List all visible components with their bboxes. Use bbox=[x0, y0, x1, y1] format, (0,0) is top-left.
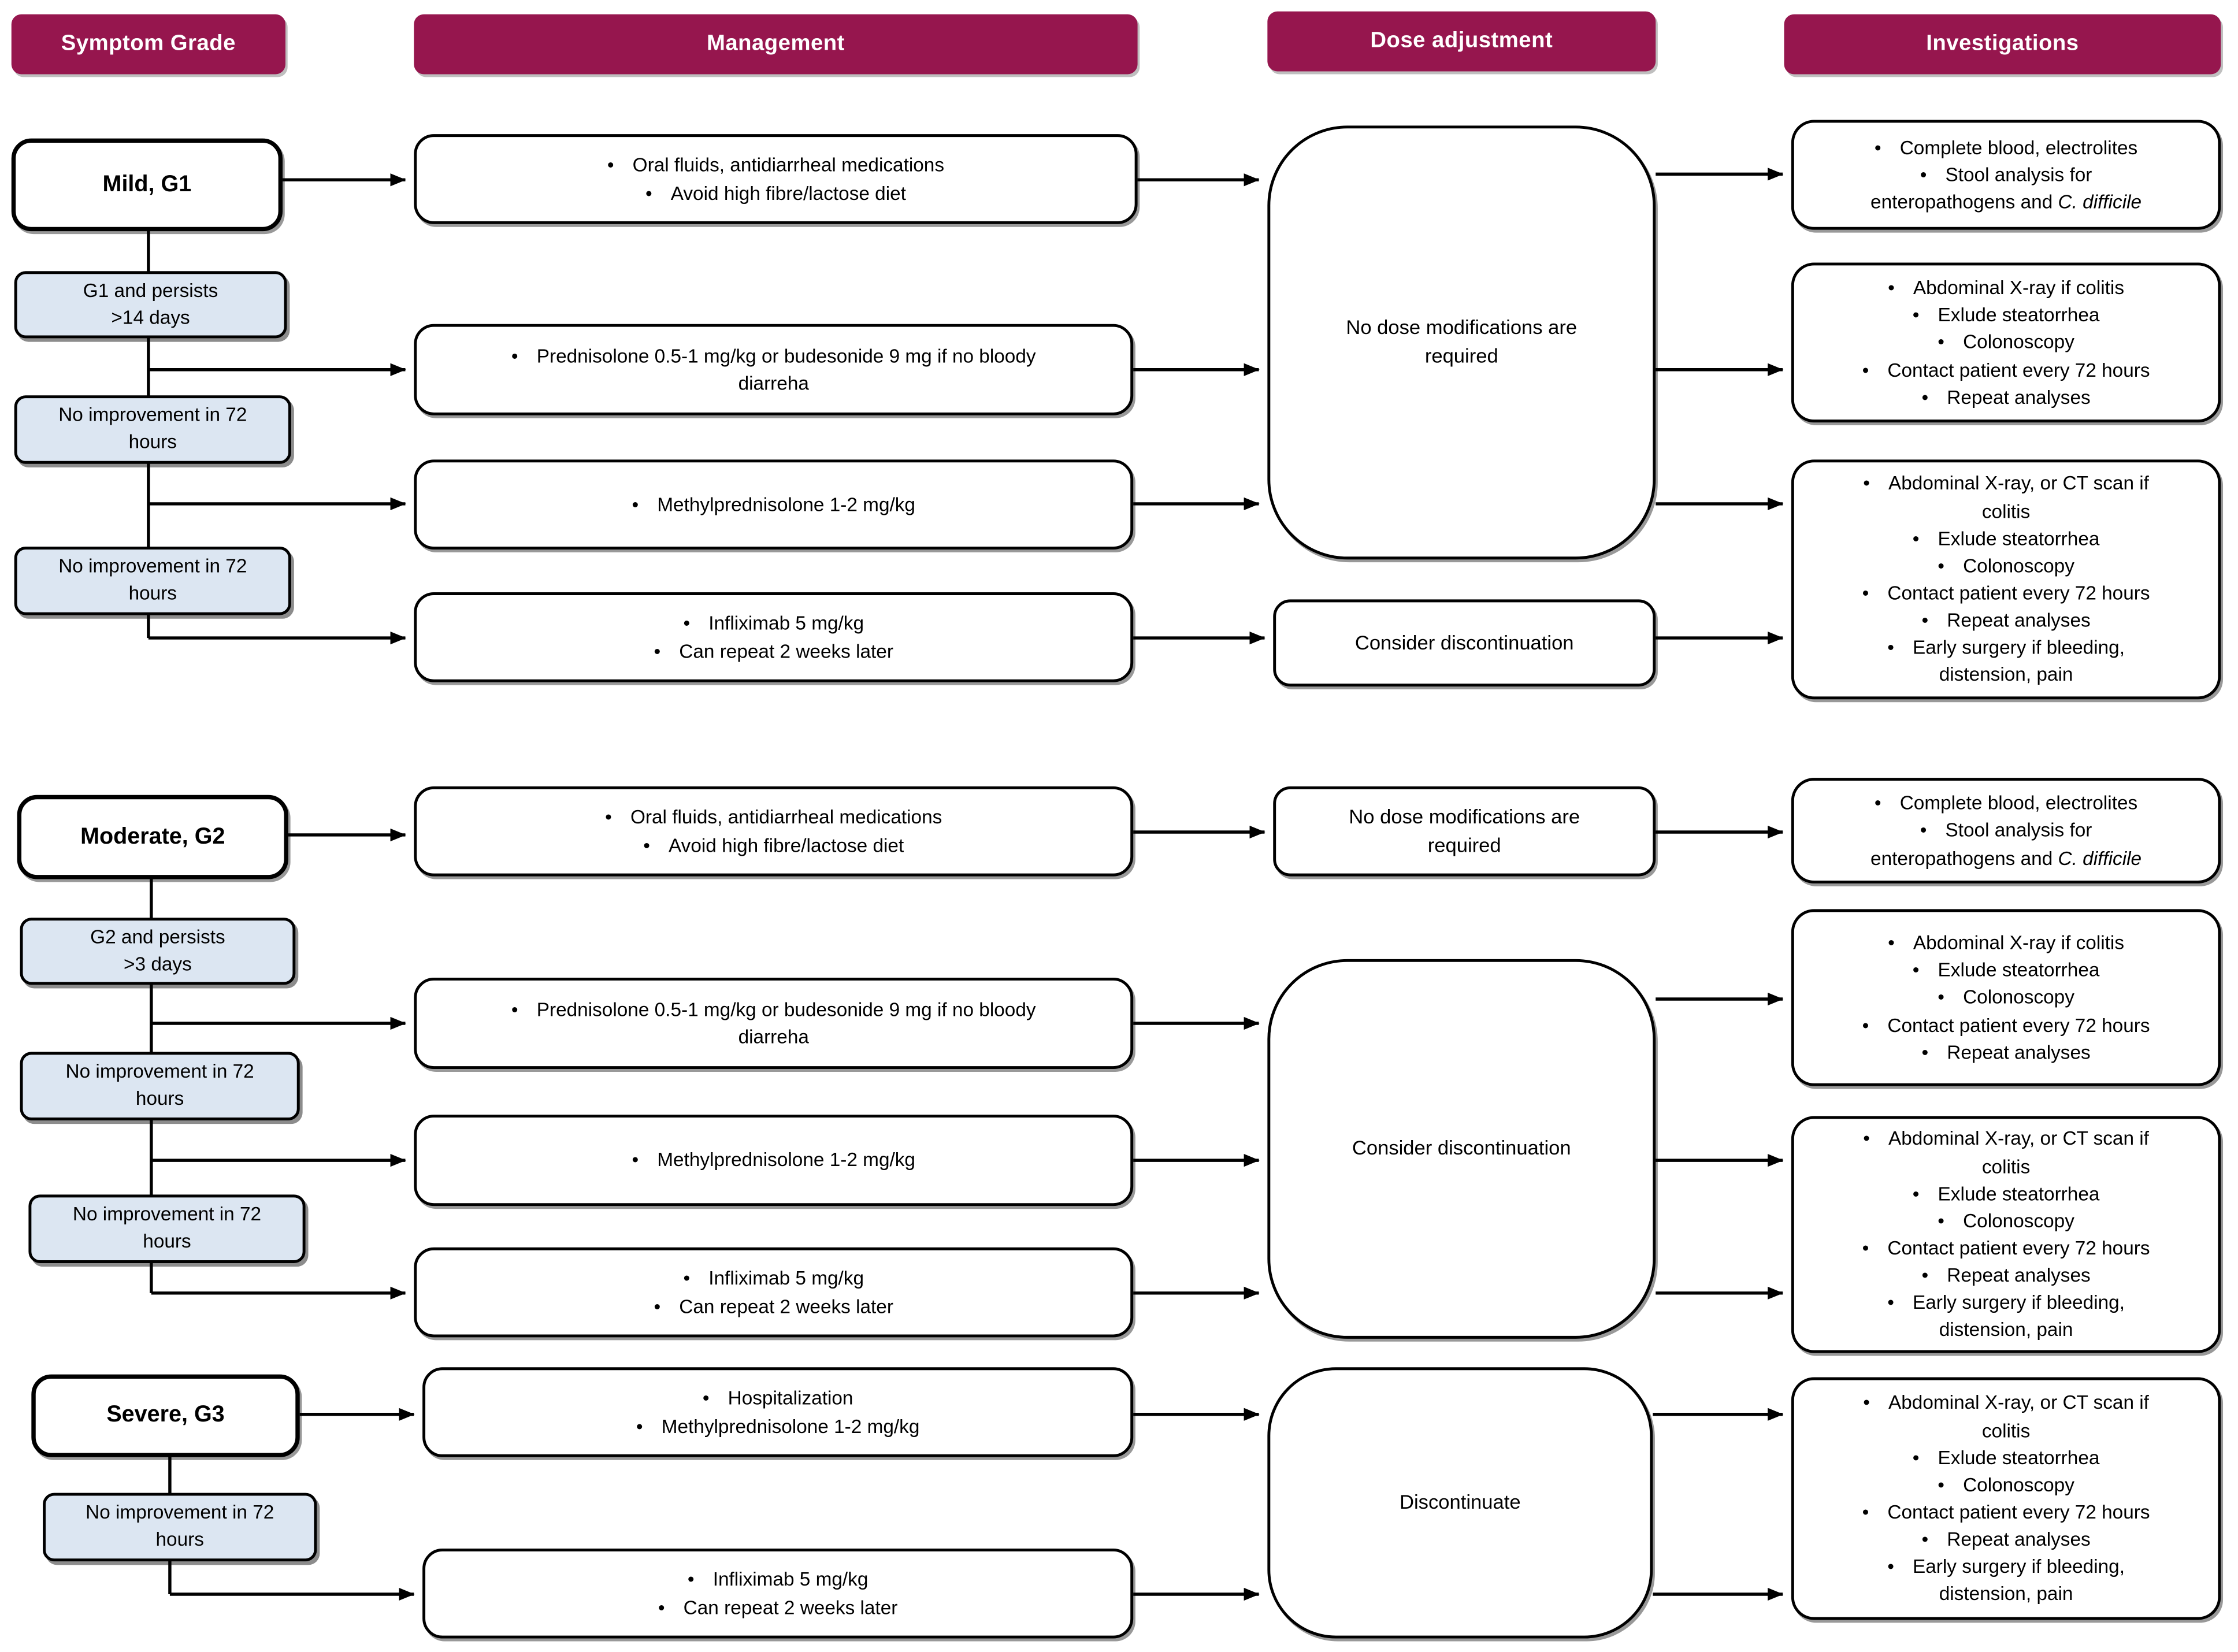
grade-box-mild-g1: Mild, G1 bbox=[11, 138, 283, 232]
column-header-dose-adjustment: Dose adjustment bbox=[1267, 11, 1656, 72]
management-box-oral-fluids-g1: •Oral fluids, antidiarrheal medications•… bbox=[414, 134, 1138, 224]
management-box-oral-fluids-g2: •Oral fluids, antidiarrheal medications•… bbox=[414, 786, 1134, 877]
management-box-methylprednisolone-g1: •Methylprednisolone 1-2 mg/kg bbox=[414, 459, 1134, 550]
grade-box-severe-g3: Severe, G3 bbox=[31, 1374, 300, 1457]
dose-box-consider-discontinuation-g2: Consider discontinuation bbox=[1267, 959, 1656, 1339]
management-box-infliximab-g3: •Infliximab 5 mg/kg•Can repeat 2 weeks l… bbox=[422, 1548, 1134, 1639]
condition-box-g2-persists-3-days: G2 and persists >3 days bbox=[20, 918, 296, 985]
condition-box-no-improvement-72h-4: No improvement in 72 hours bbox=[28, 1194, 306, 1263]
grade-box-moderate-g2: Moderate, G2 bbox=[17, 795, 288, 879]
management-box-hospitalization-g3: •Hospitalization•Methylprednisolone 1-2 … bbox=[422, 1367, 1134, 1457]
investigations-box-ct-scan-g2: •Abdominal X-ray, or CT scan if colitis•… bbox=[1791, 1116, 2221, 1353]
dose-box-consider-discontinuation-g1: Consider discontinuation bbox=[1273, 599, 1656, 687]
column-header-symptom-grade: Symptom Grade bbox=[11, 14, 285, 75]
management-box-methylprednisolone-g2: •Methylprednisolone 1-2 mg/kg bbox=[414, 1115, 1134, 1206]
dose-box-no-modifications-g2: No dose modifications are required bbox=[1273, 786, 1656, 877]
condition-box-g1-persists-14-days: G1 and persists >14 days bbox=[14, 271, 287, 339]
investigations-box-xray-colitis-g2: •Abdominal X-ray if colitis•Exlude steat… bbox=[1791, 909, 2221, 1086]
management-box-infliximab-g1: •Infliximab 5 mg/kg•Can repeat 2 weeks l… bbox=[414, 592, 1134, 682]
management-box-infliximab-g2: •Infliximab 5 mg/kg•Can repeat 2 weeks l… bbox=[414, 1247, 1134, 1338]
management-box-prednisolone-g1: •Prednisolone 0.5-1 mg/kg or budesonide … bbox=[414, 324, 1134, 415]
condition-box-no-improvement-72h-2: No improvement in 72 hours bbox=[14, 547, 291, 615]
dose-box-no-modifications-g1: No dose modifications are required bbox=[1267, 125, 1656, 560]
column-header-investigations: Investigations bbox=[1784, 14, 2221, 75]
investigations-box-xray-colitis-g1: •Abdominal X-ray if colitis•Exlude steat… bbox=[1791, 262, 2221, 423]
condition-box-no-improvement-72h-3: No improvement in 72 hours bbox=[20, 1052, 300, 1120]
condition-box-no-improvement-72h-1: No improvement in 72 hours bbox=[14, 395, 291, 464]
column-header-management: Management bbox=[414, 14, 1138, 75]
investigations-box-ct-scan-g3: •Abdominal X-ray, or CT scan if colitis•… bbox=[1791, 1377, 2221, 1620]
management-box-prednisolone-g2: •Prednisolone 0.5-1 mg/kg or budesonide … bbox=[414, 977, 1134, 1070]
condition-box-no-improvement-72h-5: No improvement in 72 hours bbox=[43, 1493, 317, 1562]
dose-box-discontinuate-g3: Discontinuate bbox=[1267, 1367, 1653, 1639]
investigations-box-ct-scan-g1: •Abdominal X-ray, or CT scan if colitis•… bbox=[1791, 459, 2221, 700]
investigations-box-blood-stool-g1: •Complete blood, electrolites•Stool anal… bbox=[1791, 120, 2221, 230]
investigations-box-blood-stool-g2: •Complete blood, electrolites•Stool anal… bbox=[1791, 778, 2221, 883]
